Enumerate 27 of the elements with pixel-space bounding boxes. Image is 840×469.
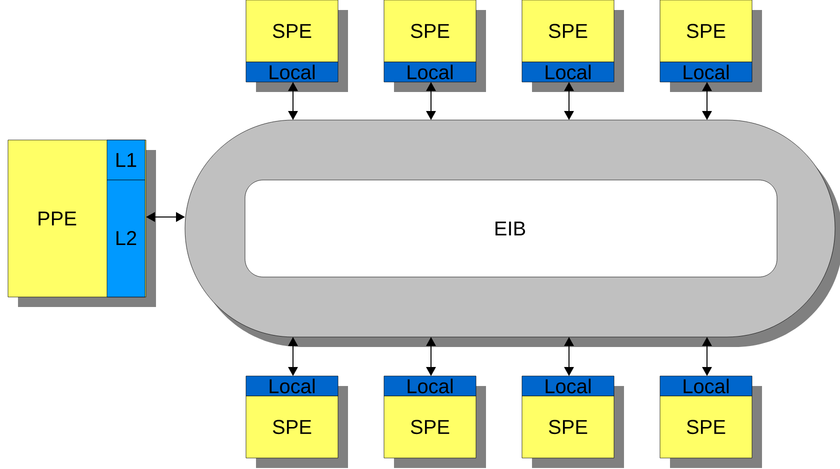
spe-box: SPE (384, 0, 476, 62)
cache-box: L1 (106, 140, 146, 180)
arrow (288, 82, 298, 120)
arrow (426, 82, 436, 120)
arrow (288, 337, 298, 376)
arrow (146, 212, 185, 222)
spe-box: SPE (660, 396, 752, 458)
arrow (702, 82, 712, 120)
local-store-box: Local (246, 376, 338, 396)
arrow (564, 82, 574, 120)
arrow (426, 337, 436, 376)
local-store-box: Local (660, 376, 752, 396)
spe-box: SPE (384, 396, 476, 458)
spe-box: SPE (522, 396, 614, 458)
local-store-box: Local (384, 376, 476, 396)
spe-box: SPE (246, 396, 338, 458)
bus-ring: EIB (184, 120, 840, 347)
arrow (702, 337, 712, 376)
local-store-box: Local (522, 62, 614, 82)
local-store-box: Local (660, 62, 752, 82)
spe-box: SPE (522, 0, 614, 62)
local-store-box: Local (522, 376, 614, 396)
spe-box: SPE (246, 0, 338, 62)
spe-box: SPE (660, 0, 752, 62)
local-store-box: Local (384, 62, 476, 82)
arrow (564, 337, 574, 376)
local-store-box: Local (246, 62, 338, 82)
